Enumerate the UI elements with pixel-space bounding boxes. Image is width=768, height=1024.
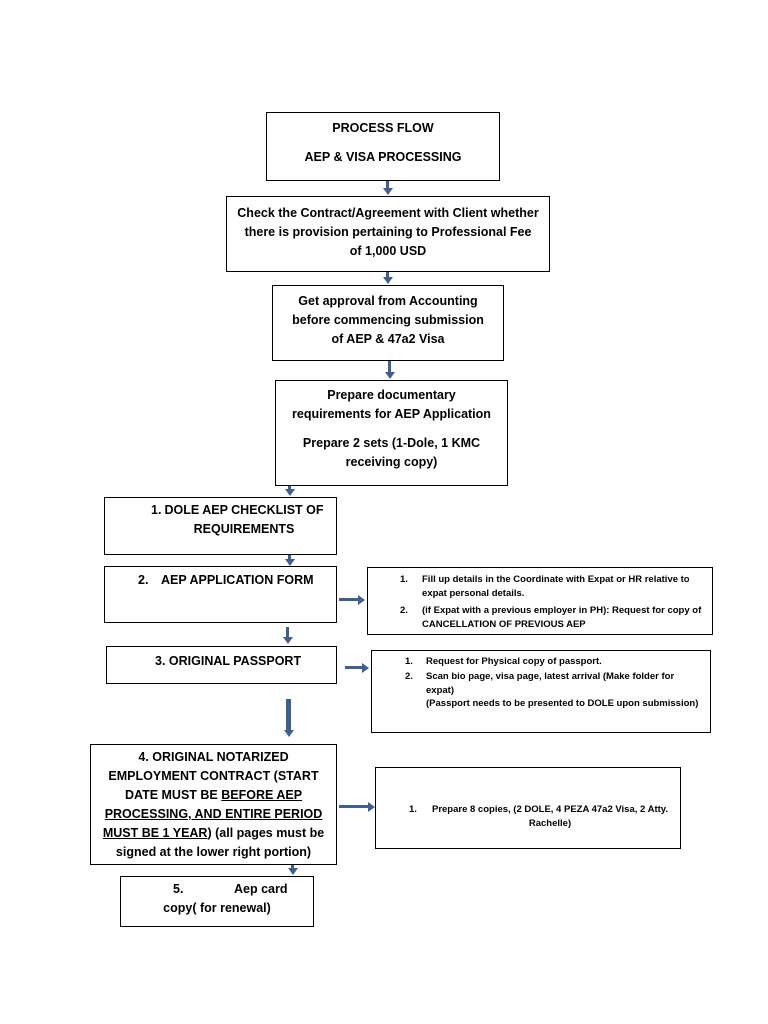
arrow-item1-to-item2 <box>288 555 291 560</box>
item4-text-part1: 4. ORIGINAL NOTARIZED EMPLOYMENT CONTRAC… <box>108 750 319 802</box>
item5-text2: copy( for renewal) <box>163 901 271 915</box>
arrow-header-to-check <box>386 181 389 189</box>
arrow-approval-to-prepare <box>388 361 391 373</box>
item2-note-1-text: Fill up details in the Coordinate with E… <box>422 574 690 599</box>
arrow-check-to-approval <box>386 272 389 278</box>
approval-box: Get approval from Accounting before comm… <box>272 285 504 361</box>
header-box: PROCESS FLOW AEP & VISA PROCESSING <box>266 112 500 181</box>
approval-text: Get approval from Accounting before comm… <box>292 294 484 346</box>
prepare-sets-text: Prepare 2 sets (1-Dole, 1 KMC receiving … <box>302 436 481 469</box>
item5-card-box: 5. Aep card copy( for renewal) <box>120 876 314 927</box>
item4-text-underlined: BEFORE AEP PROCESSING, AND ENTIRE PERIOD… <box>102 788 323 840</box>
arrow-item4-to-item5 <box>291 865 294 869</box>
item1-checklist-box: 1. DOLE AEP CHECKLIST OF REQUIREMENTS <box>104 497 337 555</box>
item2-note-2: 2. (if Expat with a previous employer in… <box>400 604 706 631</box>
item3-note-1: 1. Request for Physical copy of passport… <box>405 655 701 669</box>
item4-note-1-number: 1. <box>409 804 417 815</box>
item3-note-2-number: 2. <box>405 671 413 682</box>
item4-notes-box: 1. Prepare 8 copies, (2 DOLE, 4 PEZA 47a… <box>375 767 681 849</box>
header-subtitle: AEP & VISA PROCESSING <box>304 150 462 164</box>
check-contract-text: Check the Contract/Agreement with Client… <box>237 206 539 258</box>
item2-notes-box: 1. Fill up details in the Coordinate wit… <box>367 567 713 635</box>
item3-note-2-text: Scan bio page, visa page, latest arrival… <box>426 671 675 696</box>
item2-note-1: 1. Fill up details in the Coordinate wit… <box>400 573 706 600</box>
arrow-item2-to-notes <box>339 598 359 601</box>
item2-note-1-number: 1. <box>400 574 408 585</box>
item3-note-1-number: 1. <box>405 656 413 667</box>
item3-note-1-text: Request for Physical copy of passport. <box>426 656 602 667</box>
item3-passport-box: 3. ORIGINAL PASSPORT <box>106 646 337 684</box>
arrow-item2-to-item3 <box>286 627 289 638</box>
item4-note-1: 1. Prepare 8 copies, (2 DOLE, 4 PEZA 47a… <box>409 803 675 830</box>
item2-note-2-text: (if Expat with a previous employer in PH… <box>422 605 702 630</box>
check-contract-box: Check the Contract/Agreement with Client… <box>226 196 550 272</box>
item3-text: 3. ORIGINAL PASSPORT <box>155 654 302 668</box>
prepare-docs-box: Prepare documentary requirements for AEP… <box>275 380 508 486</box>
item5-number: 5. <box>173 882 184 896</box>
item3-note-2-extra: (Passport needs to be presented to DOLE … <box>426 698 699 709</box>
item1-number: 1. <box>151 503 162 517</box>
item4-contract-box: 4. ORIGINAL NOTARIZED EMPLOYMENT CONTRAC… <box>90 744 337 865</box>
item3-notes-box: 1. Request for Physical copy of passport… <box>371 650 711 733</box>
item2-application-box: 2. AEP APPLICATION FORM <box>104 566 337 623</box>
item2-text: AEP APPLICATION FORM <box>161 573 314 587</box>
arrow-item4-to-notes <box>339 805 369 808</box>
arrow-item3-to-notes <box>345 666 363 669</box>
item4-text-part3: ) (all pages must be signed at the lower… <box>115 826 325 859</box>
arrow-prepare-to-item1 <box>288 486 291 490</box>
item2-note-2-number: 2. <box>400 605 408 616</box>
arrow-item3-to-item4 <box>286 699 291 731</box>
item4-note-1-text: Prepare 8 copies, (2 DOLE, 4 PEZA 47a2 V… <box>431 804 669 829</box>
item2-number: 2. <box>138 573 149 587</box>
prepare-docs-text: Prepare documentary requirements for AEP… <box>292 388 491 421</box>
item1-text: DOLE AEP CHECKLIST OF REQUIREMENTS <box>164 503 324 536</box>
item5-text1: Aep card <box>234 882 288 896</box>
item4-text: 4. ORIGINAL NOTARIZED EMPLOYMENT CONTRAC… <box>97 748 330 862</box>
item3-note-2: 2. Scan bio page, visa page, latest arri… <box>405 670 701 711</box>
header-title: PROCESS FLOW <box>332 121 434 135</box>
